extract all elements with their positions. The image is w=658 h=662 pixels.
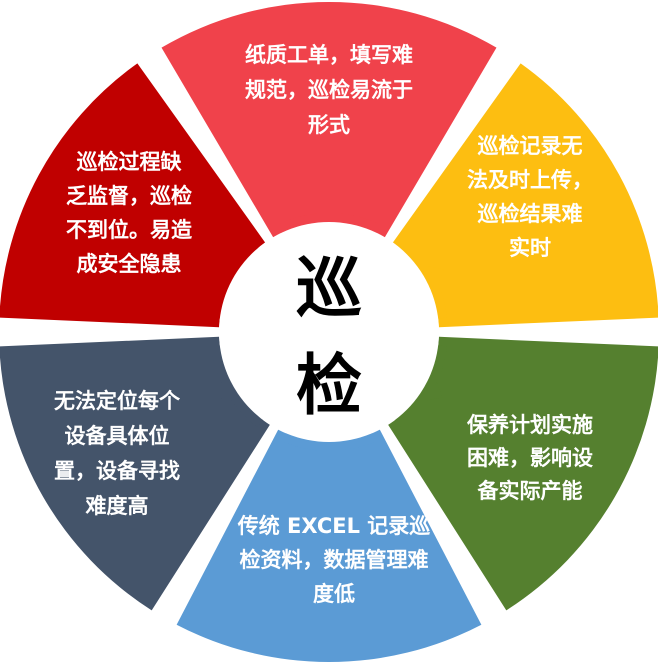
segment-label-line: 备实际产能 bbox=[477, 479, 583, 503]
segment-label-paper-orders: 纸质工单，填写难规范，巡检易流于形式 bbox=[245, 43, 413, 137]
segment-label-line: 乏监督，巡检 bbox=[66, 184, 192, 208]
ring-arrow-supervision bbox=[213, 266, 230, 285]
segment-excel-records bbox=[176, 429, 482, 662]
segment-device-location bbox=[0, 336, 270, 611]
center-circle bbox=[219, 222, 439, 442]
segment-label-line: 巡检记录无 bbox=[478, 134, 583, 158]
segment-label-line: 不到位。易造 bbox=[66, 218, 193, 242]
segment-label-line: 实时 bbox=[509, 236, 551, 260]
segment-label-line: 检资料，数据管理难 bbox=[240, 548, 429, 572]
segment-label-line: 度低 bbox=[313, 582, 355, 606]
segment-label-line: 困难，影响设 bbox=[467, 446, 593, 470]
center-char-2: 检 bbox=[296, 347, 362, 424]
segment-label-line: 形式 bbox=[308, 113, 350, 137]
ring-arrow-excel-records bbox=[318, 450, 340, 463]
ring-arrow-upload-delay bbox=[428, 266, 445, 285]
segment-label-line: 置，设备寻找 bbox=[54, 459, 180, 483]
segment-paper-orders bbox=[161, 2, 497, 238]
ring-arrow-maintenance-plan bbox=[426, 382, 443, 401]
segment-label-supervision: 巡检过程缺乏监督，巡检不到位。易造成安全隐患 bbox=[66, 150, 193, 276]
segment-label-line: 设备具体位 bbox=[65, 424, 170, 448]
ring-arrow-paper-orders bbox=[318, 201, 340, 214]
segment-label-line: 巡检过程缺 bbox=[77, 150, 183, 174]
ring-arrow-device-location bbox=[215, 382, 232, 401]
segment-label-line: 巡检结果难 bbox=[478, 202, 583, 226]
segment-label-line: 成安全隐患 bbox=[77, 252, 182, 276]
segment-label-line: 无法定位每个 bbox=[54, 389, 181, 413]
segment-maintenance-plan bbox=[388, 336, 658, 611]
segment-label-line: 规范，巡检易流于 bbox=[245, 78, 413, 102]
segment-label-line: 难度高 bbox=[85, 494, 149, 518]
segment-label-line: 保养计划实施 bbox=[466, 413, 593, 437]
segment-label-line: 法及时上传， bbox=[467, 168, 593, 192]
segment-label-maintenance-plan: 保养计划实施困难，影响设备实际产能 bbox=[466, 413, 593, 503]
segment-label-device-location: 无法定位每个设备具体位置，设备寻找难度高 bbox=[54, 389, 181, 518]
segment-label-upload-delay: 巡检记录无法及时上传， 巡检结果难实时 bbox=[467, 134, 593, 260]
center-char-1: 巡 bbox=[296, 250, 362, 327]
segment-supervision bbox=[0, 63, 266, 328]
segment-upload-delay bbox=[392, 63, 658, 328]
segment-label-excel-records: 传统 EXCEL 记录巡检资料，数据管理难度低 bbox=[237, 514, 431, 606]
segment-label-line: 传统 EXCEL 记录巡 bbox=[237, 514, 431, 538]
segment-label-line: 纸质工单，填写难 bbox=[245, 43, 413, 67]
